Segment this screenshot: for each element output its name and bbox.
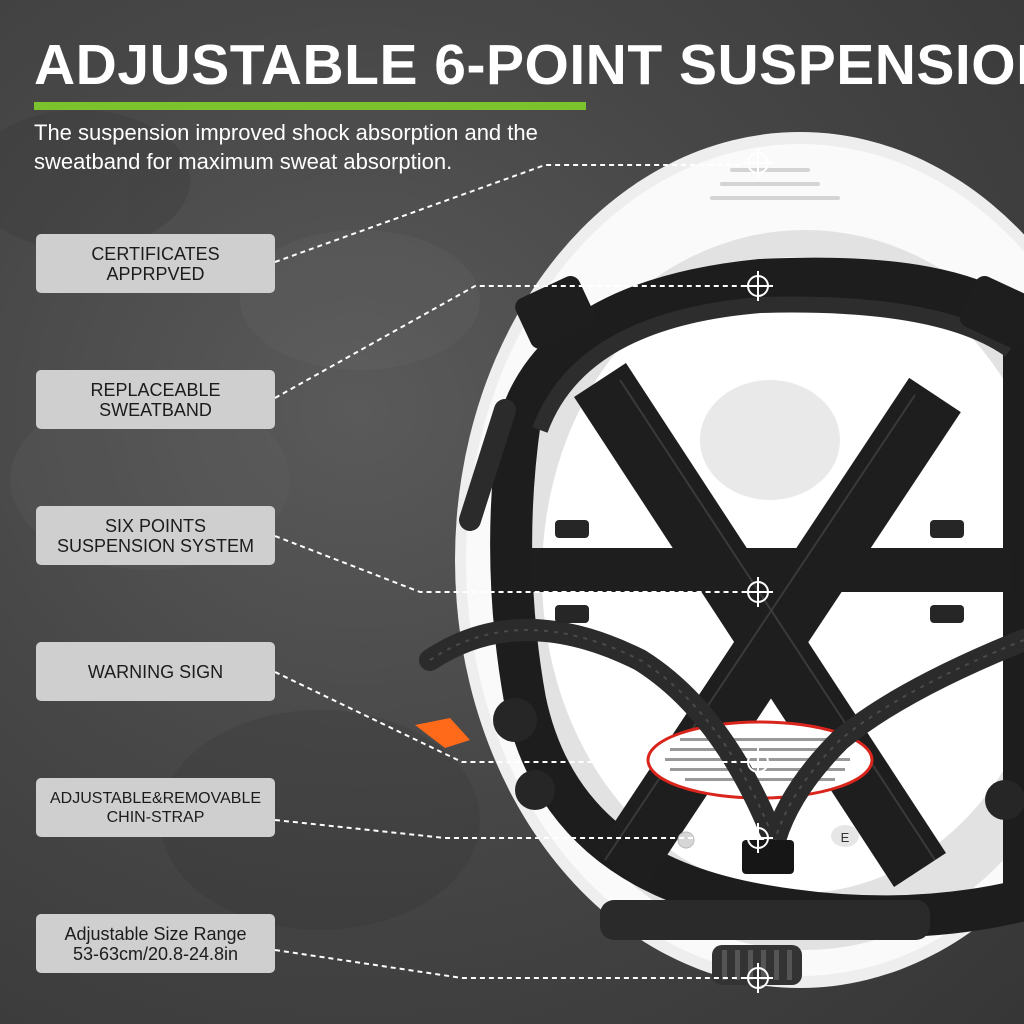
crosshair-icon <box>743 747 773 777</box>
subtitle-line-1: The suspension improved shock absorption… <box>34 120 538 145</box>
crosshair-icon <box>743 963 773 993</box>
accent-bar <box>34 102 586 110</box>
label-line-1: ADJUSTABLE&REMOVABLE <box>49 789 262 807</box>
subtitle-line-2: sweatband for maximum sweat absorption. <box>34 149 453 174</box>
crosshair-icon <box>743 823 773 853</box>
chin-strap-weave <box>429 629 1024 841</box>
label-line-2: SWEATBAND <box>99 399 212 420</box>
label-line-1: CERTIFICATES <box>91 243 220 264</box>
leader-line-chin-strap <box>274 819 745 839</box>
leader-line-sweatband <box>274 285 745 399</box>
label-line-2: SUSPENSION SYSTEM <box>56 535 255 556</box>
crosshair-icon <box>743 271 773 301</box>
label-line-1: WARNING SIGN <box>87 661 224 682</box>
helmet-marking: E <box>841 830 850 845</box>
headline-subtitle: The suspension improved shock absorption… <box>34 118 634 176</box>
suspension-cradle <box>490 257 1024 985</box>
leader-line-size-range <box>274 949 745 979</box>
label-line-1: SIX POINTS <box>104 515 206 536</box>
label-line-2: CHIN-STRAP <box>106 808 205 826</box>
side-hardware <box>493 520 1024 820</box>
label-line-1: REPLACEABLE <box>90 379 221 400</box>
leader-line-suspension <box>274 535 745 593</box>
leader-line-warning <box>274 671 745 763</box>
label-warning-sign: WARNING SIGN <box>36 642 275 701</box>
headline-title: ADJUSTABLE 6-POINT SUSPENSION <box>34 33 1024 97</box>
strap-stitching <box>604 379 936 861</box>
suspension-straps <box>530 363 1010 888</box>
crosshair-icon <box>743 148 773 178</box>
crosshair-icon <box>743 577 773 607</box>
label-line-2: 53-63cm/20.8-24.8in <box>72 943 239 964</box>
label-line-2: APPRPVED <box>106 263 205 284</box>
marking-badge <box>831 825 859 847</box>
label-line-1: Adjustable Size Range <box>64 923 247 944</box>
rivet <box>677 831 695 849</box>
crosshair-markers <box>743 148 773 993</box>
orange-clip <box>415 718 470 748</box>
callout-lines <box>274 164 745 979</box>
